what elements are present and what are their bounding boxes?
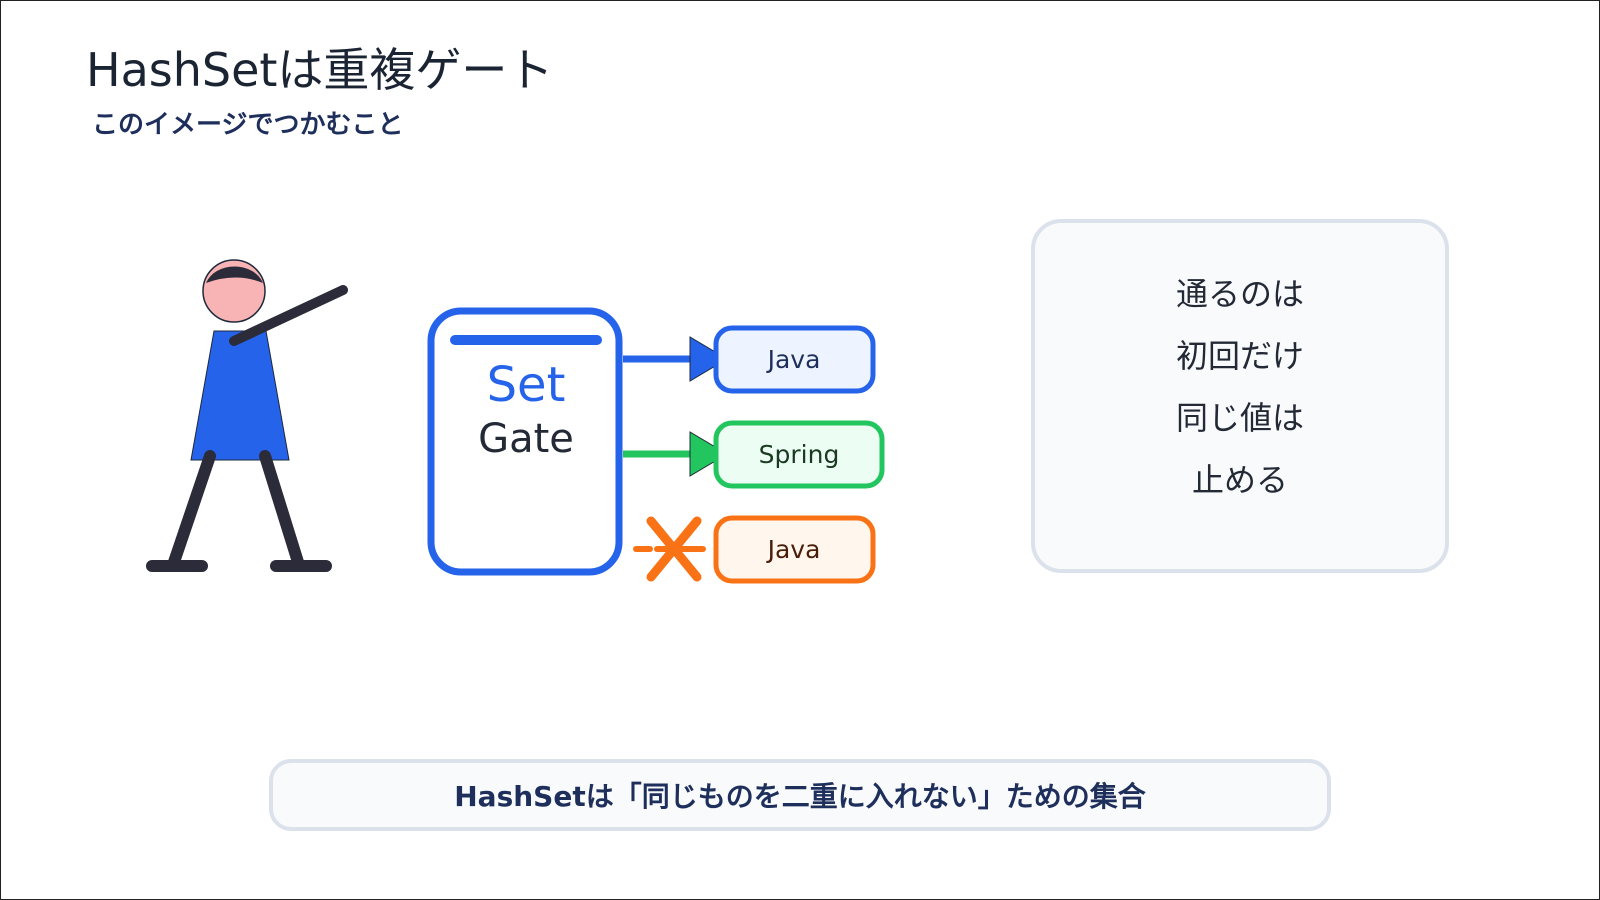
item-label: Java [766,345,821,374]
person-right-leg [259,450,304,568]
item-java-passed: Java [713,325,876,394]
pass-arrow-2-head [689,431,728,477]
note-line: 初回だけ [1175,337,1304,375]
person-left-leg [168,450,216,568]
gate-label-big: Set [487,357,566,413]
item-label: Spring [759,440,840,469]
item-box [713,325,876,394]
note-line: 通るのは [1175,275,1304,313]
item-label: Java [766,535,821,564]
summary-banner: HashSetは「同じものを二重に入れない」ための集合 [269,759,1331,831]
gate-label-small: Gate [478,416,574,462]
set-gate: Set Gate [427,307,623,576]
pass-arrow-2 [623,431,728,477]
page-subtitle: このイメージでつかむこと [92,110,404,140]
item-spring-passed: Spring [713,420,885,489]
person-hair [206,266,263,283]
x-mark-icon [633,516,706,582]
gate-box [427,307,623,576]
person-figure [146,259,348,572]
note-line: 止める [1191,461,1288,499]
note-box: 通るのは 初回だけ 同じ値は 止める [1031,219,1449,573]
person-arm [229,285,348,346]
pass-arrow-1 [623,336,728,382]
item-box [713,420,885,489]
item-java-blocked: Java [713,515,876,584]
note-line: 同じ値は [1175,399,1304,437]
item-box [713,515,876,584]
person-body [190,330,290,461]
pass-arrow-1-head [689,336,728,382]
page-title: HashSetは重複ゲート [86,43,554,97]
